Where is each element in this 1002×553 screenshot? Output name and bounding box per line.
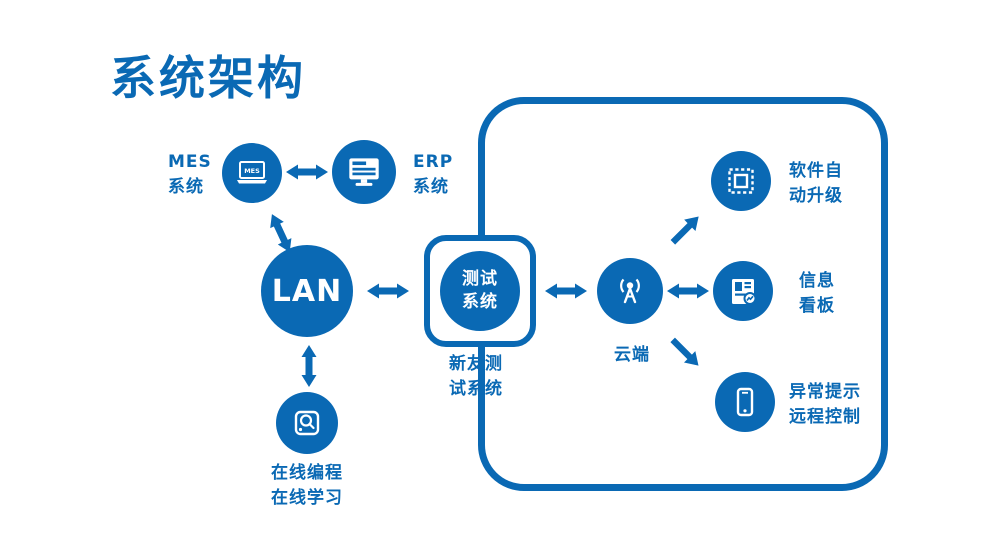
search-drive-icon [294,410,320,436]
laptop-icon: MES [237,161,267,184]
mes-node: MES [222,143,282,203]
mes-lan-double-arrow [259,209,299,259]
online-label-line2: 在线学习 [271,487,343,508]
lan-label: LAN [271,273,343,309]
test-system-circle: 测试 系统 [440,251,520,331]
upgrade-node [711,151,771,211]
remote-label-line2: 远程控制 [789,406,861,427]
test-system-node: 测试 系统 [424,235,536,347]
erp-node [332,140,396,204]
remote-label-line1: 异常提示 [789,382,861,402]
mes-label-line1: MES [168,152,212,172]
smartphone-icon [736,387,754,417]
lan-online-double-arrow [295,344,319,388]
cloud-remote-arrow [661,331,706,376]
laptop-screen-text: MES [244,167,260,175]
test-caption-line1: 新友测 [449,354,503,374]
erp-label-line1: ERP [413,152,454,172]
board-label: 信息 看板 [799,269,835,318]
remote-label: 异常提示 远程控制 [789,380,861,429]
lan-node: LAN [261,245,353,337]
cloud-board-double-arrow [666,281,710,305]
cloud-label: 云端 [614,343,650,368]
monitor-icon [349,158,379,186]
board-label-line2: 看板 [799,295,835,316]
erp-label: ERP 系统 [413,150,453,199]
lan-test-double-arrow [366,281,410,305]
dashboard-icon [732,279,757,305]
test-system-line2: 系统 [462,292,498,312]
upgrade-label-line1: 软件自 [789,161,843,181]
board-node [713,261,773,321]
cloud-upgrade-arrow [664,208,709,253]
board-label-line1: 信息 [799,271,835,291]
page-title: 系统架构 [110,51,306,105]
mes-label-line2: 系统 [168,176,204,197]
test-cloud-double-arrow [544,281,588,305]
online-label: 在线编程 在线学习 [271,461,343,510]
antenna-icon [620,278,640,304]
mes-label: MES 系统 [168,150,212,199]
remote-node [715,372,775,432]
cloud-label-text: 云端 [614,345,650,365]
cloud-node [597,258,663,324]
upgrade-label-line2: 动升级 [789,185,843,206]
test-system-caption: 新友测 试系统 [449,352,503,401]
upgrade-label: 软件自 动升级 [789,159,843,208]
online-label-line1: 在线编程 [271,463,343,483]
erp-label-line2: 系统 [413,176,449,197]
mes-erp-double-arrow [285,162,329,186]
stamp-icon [728,168,754,194]
online-node [276,392,338,454]
test-system-line1: 测试 [462,269,498,290]
test-caption-line2: 试系统 [449,378,503,399]
